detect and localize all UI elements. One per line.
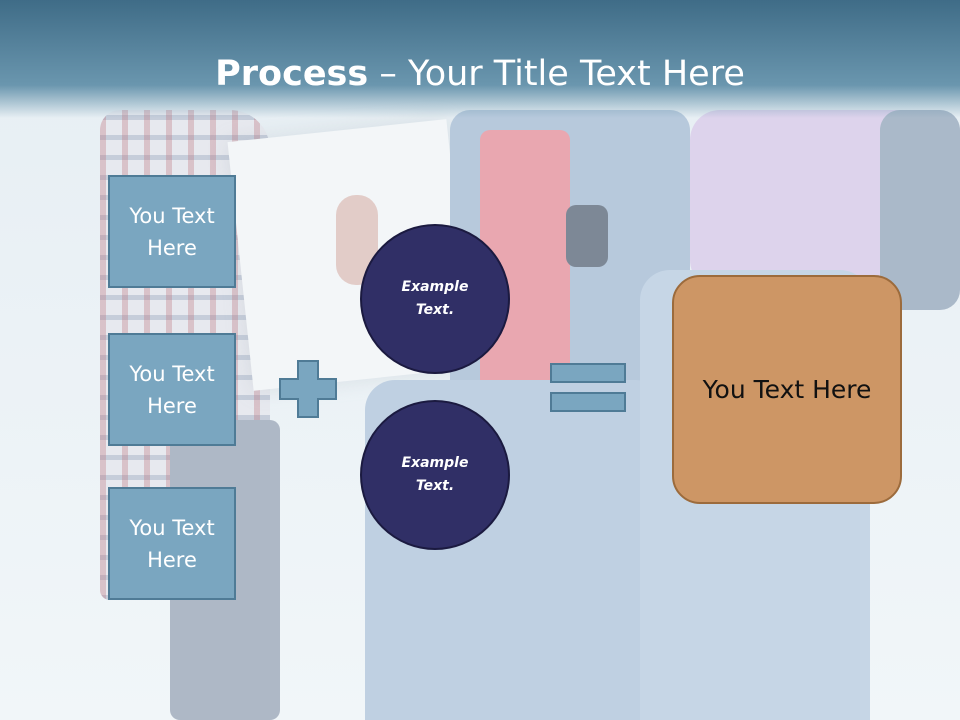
plus-icon: [279, 360, 337, 418]
example-circle-1: Example Text.: [360, 224, 510, 374]
left-box-2-label: You Text Here: [129, 361, 215, 418]
left-box-3: You Text Here: [108, 487, 236, 600]
result-box: You Text Here: [672, 275, 902, 504]
wristwatch-figure: [566, 205, 608, 267]
equals-icon-bottom-bar: [550, 392, 626, 412]
title-rest: – Your Title Text Here: [368, 54, 745, 94]
backpack-figure: [880, 110, 960, 310]
slide-title: Process – Your Title Text Here: [0, 52, 960, 96]
left-box-2: You Text Here: [108, 333, 236, 446]
left-box-1-label: You Text Here: [129, 203, 215, 260]
title-bold: Process: [215, 54, 369, 94]
example-circle-2: Example Text.: [360, 400, 510, 550]
title-bar: [0, 0, 960, 118]
example-circle-1-label: Example Text.: [401, 279, 469, 318]
left-box-3-label: You Text Here: [129, 515, 215, 572]
result-box-label: You Text Here: [702, 375, 872, 404]
left-box-1: You Text Here: [108, 175, 236, 288]
example-circle-2-label: Example Text.: [401, 455, 469, 494]
equals-icon-top-bar: [550, 363, 626, 383]
